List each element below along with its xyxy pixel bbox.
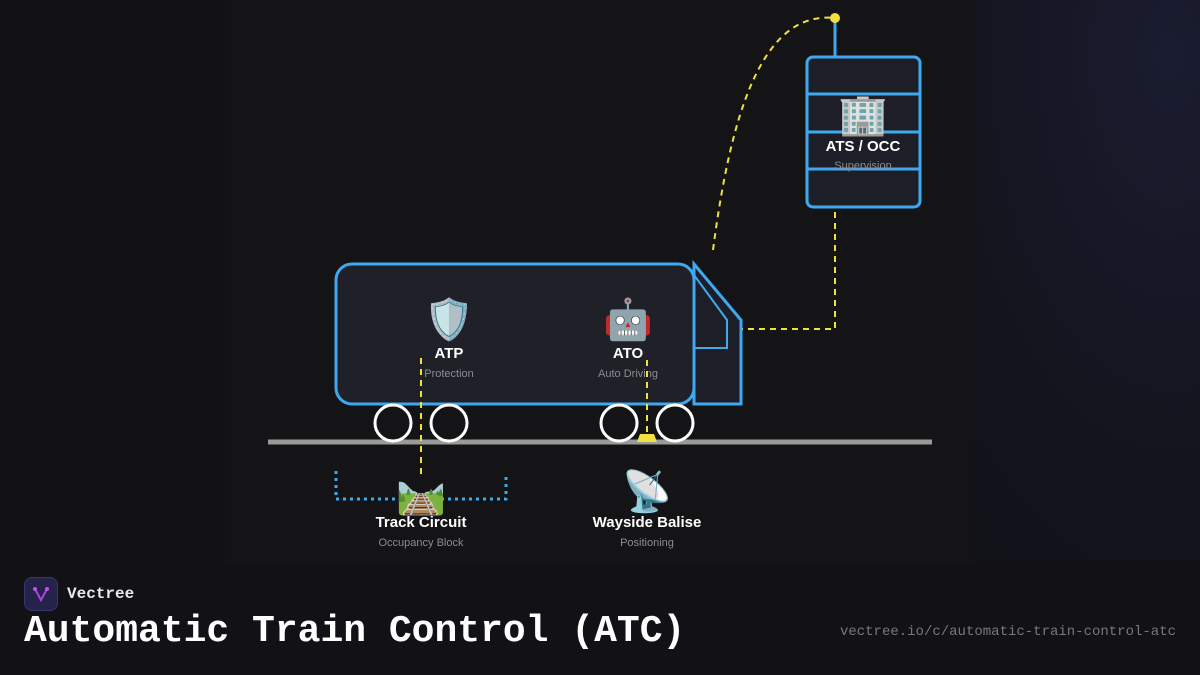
brand: Vectree (24, 577, 134, 611)
train-window (693, 274, 728, 349)
atp-node[interactable]: 🛡️ ATP Protection (424, 296, 474, 380)
robot-icon: 🤖 (603, 296, 653, 343)
ats-label: ATS / OCC (826, 138, 901, 155)
balise-sub: Positioning (620, 537, 674, 549)
wheel (655, 403, 695, 443)
track-label: Track Circuit (376, 514, 467, 531)
atp-label: ATP (435, 345, 464, 362)
track-circuit-node[interactable]: 🛤️ Track Circuit Occupancy Block (376, 471, 467, 549)
train (334, 259, 743, 443)
train-body (334, 262, 696, 406)
ats-sub: Supervision (834, 160, 891, 172)
source-url: vectree.io/c/automatic-train-control-atc (839, 624, 1176, 640)
vectree-logo-icon (24, 577, 58, 611)
shield-icon: 🛡️ (424, 296, 474, 343)
railway-track-icon: 🛤️ (396, 471, 446, 517)
balise-marker (637, 434, 657, 442)
atp-sub: Protection (424, 368, 474, 380)
ato-label: ATO (613, 345, 644, 362)
wayside-balise-node[interactable]: 📡 Wayside Balise Positioning (593, 466, 702, 549)
brand-name: Vectree (67, 585, 135, 603)
balise-label: Wayside Balise (593, 514, 702, 531)
antenna-tip (830, 13, 840, 23)
satellite-antenna-icon: 📡 (622, 466, 672, 515)
wheel (599, 403, 639, 443)
office-building-icon: 🏢 (838, 92, 888, 138)
ato-node[interactable]: 🤖 ATO Auto Driving (598, 296, 658, 380)
ats-occ-node[interactable]: 🏢 ATS / OCC Supervision (805, 55, 922, 209)
wheel (429, 403, 469, 443)
radio-link (712, 16, 836, 251)
track-circuit-loop (334, 471, 508, 501)
wheel (373, 403, 413, 443)
ato-sub: Auto Driving (598, 368, 658, 380)
track-sub: Occupancy Block (379, 537, 464, 549)
page-title: Automatic Train Control (ATC) (24, 610, 686, 653)
